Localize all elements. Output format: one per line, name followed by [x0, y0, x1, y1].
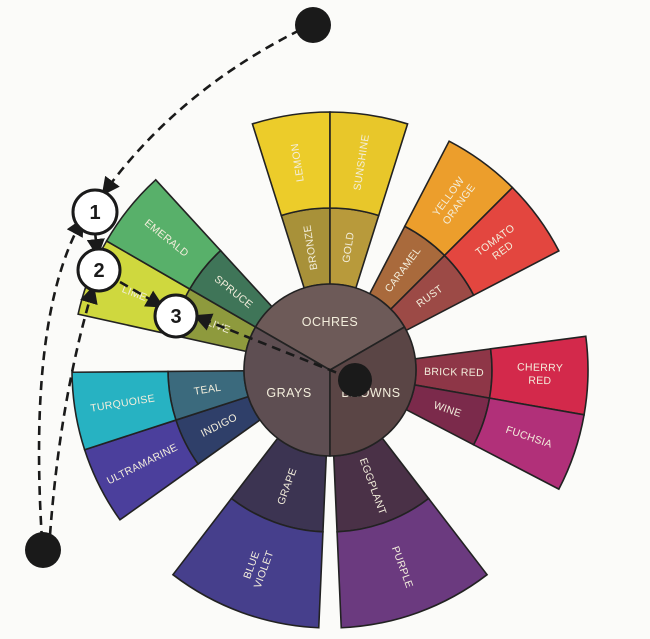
marker-3-label: 3 [170, 306, 181, 328]
arc-top-to-1 [101, 28, 301, 196]
link-2-to-3 [119, 280, 165, 308]
hub-section-grays [243, 325, 331, 457]
hub-section-ochres [254, 283, 406, 371]
segment-label-cherry-red: CHERRY [517, 361, 563, 374]
segment-purple [336, 497, 489, 629]
hub-label-grays: GRAYS [266, 386, 311, 400]
arc-bottom-to-2 [48, 285, 98, 536]
arc-bottom-to-1 [37, 217, 84, 541]
dot-bottom-left [25, 532, 61, 568]
segment-label-brick-red: BRICK RED [424, 366, 484, 379]
segment-emerald [105, 178, 222, 291]
segment-fuchsia [472, 397, 586, 491]
segment-label-gold: GOLD [340, 231, 357, 264]
segment-sunshine [329, 111, 409, 217]
marker-1: 1 [71, 188, 119, 236]
link-center-to-3 [193, 313, 351, 380]
segment-label-cherry-red: RED [528, 375, 551, 388]
segment-label-lemon: LEMON [289, 142, 307, 182]
dot-top [295, 7, 331, 43]
marker-2-label: 2 [93, 260, 104, 282]
segment-blue-violet [171, 497, 324, 629]
segment-label-teal: TEAL [193, 382, 222, 398]
marker-2: 2 [76, 247, 122, 293]
dot-center [338, 363, 372, 397]
hub-label-ochres: OCHRES [302, 315, 358, 329]
marker-1-label: 1 [89, 202, 100, 224]
segment-tomato-red [443, 186, 560, 297]
segment-turquoise [71, 370, 177, 451]
hub-section-browns [329, 325, 417, 457]
marker-3: 3 [153, 293, 199, 339]
